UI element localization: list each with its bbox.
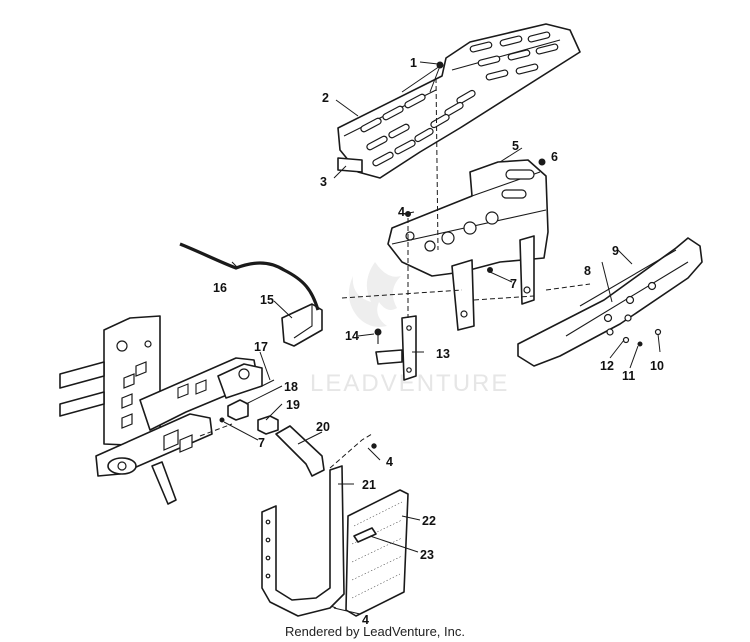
bolt-10 (654, 328, 662, 336)
decal (353, 527, 377, 543)
nut-6 (538, 158, 546, 166)
callout-7-frame: 7 (258, 436, 265, 450)
tractor-frame (59, 315, 263, 505)
callout-21: 21 (362, 478, 376, 492)
bolt-14 (374, 328, 382, 344)
bolt-17 (261, 379, 275, 387)
callout-20: 20 (316, 420, 330, 434)
hitch-tube (275, 425, 325, 477)
callout-6: 6 (551, 150, 558, 164)
mounting-bracket (387, 159, 549, 331)
callout-3: 3 (320, 175, 327, 189)
u-bracket (261, 465, 345, 617)
bolt-4-middle (371, 443, 377, 449)
callout-4-middle: 4 (386, 455, 393, 469)
nut-11 (637, 341, 643, 347)
watermark-flame-icon (348, 262, 401, 327)
washer-12 (622, 336, 630, 344)
callout-23: 23 (420, 548, 434, 562)
callout-19: 19 (286, 398, 300, 412)
hitch-block (227, 399, 249, 421)
callout-14: 14 (345, 329, 359, 343)
footrest-deck (337, 23, 581, 179)
light-assembly (281, 303, 323, 347)
callout-4-upper: 4 (398, 205, 405, 219)
callout-4-lower: 4 (362, 613, 369, 627)
mud-flap (345, 489, 409, 617)
mounting-post (375, 315, 417, 381)
callout-2: 2 (322, 91, 329, 105)
nut-7-frame (219, 417, 225, 423)
callout-15: 15 (260, 293, 274, 307)
callout-11: 11 (622, 369, 635, 383)
callout-7-bracket: 7 (510, 277, 517, 291)
callout-13: 13 (436, 347, 450, 361)
footer-credit: Rendered by LeadVenture, Inc. (285, 624, 465, 639)
callout-8: 8 (584, 264, 591, 278)
leader-lines (223, 61, 661, 615)
callout-12: 12 (600, 359, 614, 373)
callout-9: 9 (612, 244, 619, 258)
wire-harness (179, 242, 320, 311)
callout-17: 17 (254, 340, 268, 354)
callout-22: 22 (422, 514, 436, 528)
callout-10: 10 (650, 359, 664, 373)
callout-18: 18 (284, 380, 298, 394)
callout-labels: 1 2 3 4 4 4 5 6 7 7 8 9 10 11 12 13 14 1… (213, 56, 664, 627)
callout-16: 16 (213, 281, 227, 295)
rear-bumper (517, 237, 703, 367)
callout-1: 1 (410, 56, 417, 70)
callout-5: 5 (512, 139, 519, 153)
